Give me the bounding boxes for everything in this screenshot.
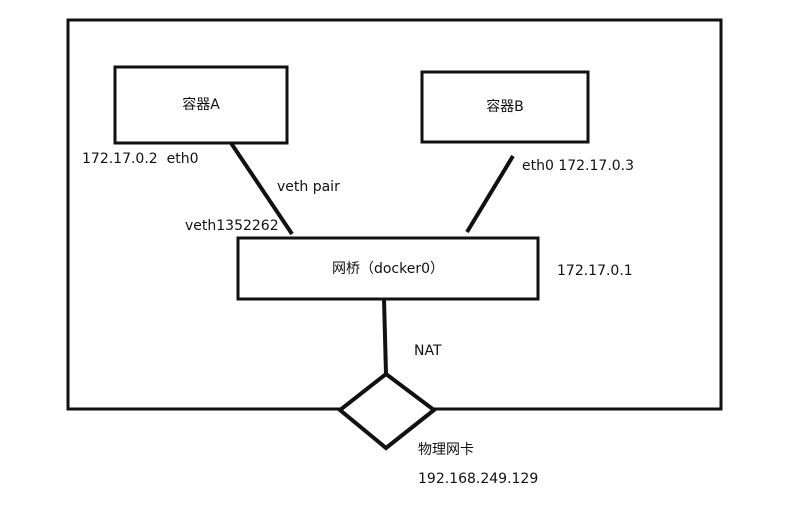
container-b-label: 容器B <box>486 99 524 115</box>
container-a-iface-label: 172.17.0.2 eth0 <box>82 151 199 167</box>
bridge-box <box>236 236 540 301</box>
container-a-label: 容器A <box>182 97 220 113</box>
nic-ip-label: 192.168.249.129 <box>418 471 539 487</box>
veth-pair-label: veth pair <box>277 179 340 195</box>
container-a-box <box>113 65 289 145</box>
nic-label: 物理网卡 <box>418 442 474 458</box>
container-b-iface-label: eth0 172.17.0.3 <box>522 158 635 174</box>
physical-nic-diamond <box>336 371 438 451</box>
bridge-ip-label: 172.17.0.1 <box>557 263 633 279</box>
container-b-box <box>420 70 590 144</box>
nat-link <box>382 298 388 375</box>
veth-link-b <box>465 154 515 234</box>
veth-pair-link-a <box>229 141 294 236</box>
veth-name-label: veth1352262 <box>185 218 279 234</box>
nat-label: NAT <box>414 343 442 359</box>
bridge-label: 网桥（docker0） <box>331 261 445 277</box>
